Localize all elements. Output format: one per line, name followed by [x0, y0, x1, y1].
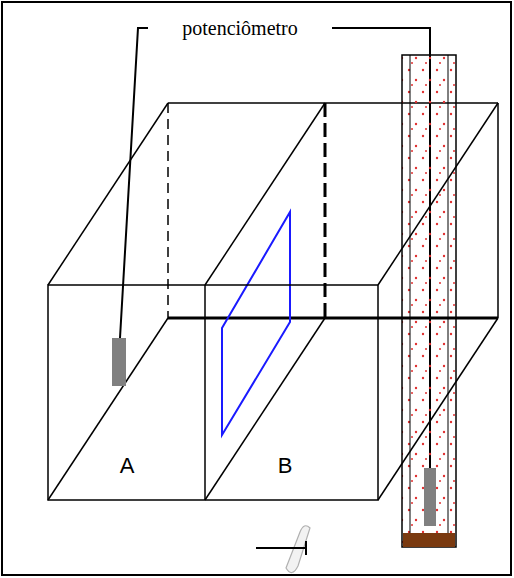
tube-wall	[410, 55, 411, 547]
compartment-label: A	[120, 455, 135, 477]
stirrer	[256, 526, 310, 573]
membrane	[222, 212, 290, 435]
instrument-label: potenciômetro	[179, 18, 301, 38]
reference-electrode	[402, 55, 456, 547]
electrode	[424, 468, 436, 526]
wire	[120, 28, 148, 338]
compartment-label: B	[278, 455, 293, 477]
electrode	[112, 338, 126, 386]
tube-plug	[403, 533, 455, 547]
front-face	[48, 285, 378, 500]
divider	[204, 285, 206, 500]
back-edge	[497, 103, 499, 318]
tube-wall	[448, 55, 449, 547]
